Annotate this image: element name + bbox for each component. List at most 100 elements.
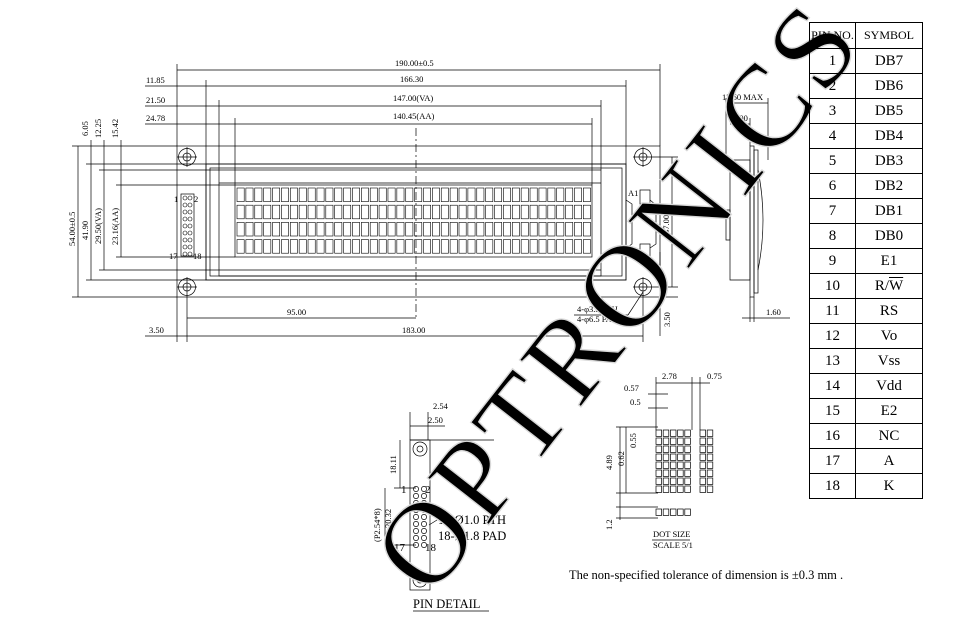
detail-pin [413, 507, 419, 513]
pin-holes [182, 195, 427, 548]
module-outline [176, 145, 661, 298]
character-cell [369, 222, 378, 237]
character-cell [378, 239, 387, 254]
character-cell [503, 222, 511, 237]
dim-hole-vertical: 47.00 [661, 215, 671, 234]
pin-number: 6 [809, 173, 856, 199]
detail-pin [413, 542, 419, 548]
character-cell [494, 222, 503, 237]
dot [655, 445, 662, 453]
dot [699, 429, 706, 437]
detail-pin [421, 514, 427, 520]
pin-symbol: DB0 [855, 223, 923, 249]
dot-width-2: 0.5 [630, 397, 641, 407]
pin-symbol: NC [855, 423, 923, 449]
character-cell [547, 204, 556, 220]
character-cell [316, 222, 325, 237]
character-cell [334, 222, 343, 237]
dot-row-pitch: 4.89 [604, 455, 614, 470]
connector-pin [187, 223, 193, 229]
detail-pin [421, 507, 427, 513]
character-cell [307, 222, 316, 237]
character-cell [503, 239, 511, 254]
connector-pin [182, 195, 188, 201]
dot-col-pitch: 2.78 [662, 371, 677, 381]
dot [662, 461, 670, 469]
pin-number: 16 [809, 423, 856, 449]
backlight-tab-k1 [639, 243, 651, 259]
dot-size-title: DOT SIZE [653, 529, 690, 539]
dot [699, 477, 706, 485]
dim-va-height: 29.50(VA) [93, 208, 103, 244]
dot [655, 469, 662, 477]
character-cell [245, 204, 254, 220]
dim-frame-height: 41.90 [80, 221, 90, 240]
pin-number: 11 [809, 298, 856, 324]
pin-number: 5 [809, 148, 856, 174]
character-cell [520, 204, 529, 220]
dot [684, 477, 691, 485]
detail-pin [421, 535, 427, 541]
character-cell [511, 187, 520, 202]
dot [699, 437, 706, 445]
dot [677, 485, 684, 493]
dot [699, 453, 706, 461]
character-cell [369, 239, 378, 254]
character-cell [520, 222, 529, 237]
dot [677, 437, 684, 445]
character-cell [538, 222, 547, 237]
character-cell [494, 204, 503, 220]
character-cell [485, 187, 494, 202]
character-cell [556, 239, 565, 254]
dot [677, 477, 684, 485]
character-cell [378, 187, 387, 202]
pin-symbol: DB6 [855, 73, 923, 99]
pin-number: 14 [809, 373, 856, 399]
header-symbol: SYMBOL [855, 22, 923, 49]
character-cell [529, 222, 538, 237]
character-cell [547, 187, 556, 202]
pin-symbol: DB3 [855, 148, 923, 174]
dot-size-scale: SCALE 5/1 [653, 540, 693, 550]
dot [684, 461, 691, 469]
pin-detail-pin-17: 17 [394, 542, 406, 554]
dot [662, 429, 670, 437]
character-cell [511, 239, 520, 254]
character-cell [334, 204, 343, 220]
dot [670, 437, 677, 445]
character-cell [245, 222, 254, 237]
character-cell [485, 222, 494, 237]
character-cell [263, 187, 272, 202]
connector-pins [180, 193, 195, 257]
character-cell [281, 204, 289, 220]
character-cell [236, 222, 245, 237]
cursor-dot [684, 508, 691, 516]
character-cell [325, 187, 334, 202]
dot [677, 469, 684, 477]
character-cell [325, 204, 334, 220]
character-cell [440, 187, 449, 202]
dot [677, 445, 684, 453]
character-cell [289, 239, 298, 254]
character-cell [565, 239, 574, 254]
character-cell [334, 187, 343, 202]
detail-pin [421, 528, 427, 534]
pin-symbol: E2 [855, 398, 923, 424]
pin-detail-title: PIN DETAIL [413, 597, 480, 611]
label-pin-17: 17 [169, 251, 178, 261]
character-cell [556, 187, 565, 202]
character-cell [263, 239, 272, 254]
dot [655, 429, 662, 437]
character-cell [547, 222, 556, 237]
dot [684, 485, 691, 493]
connector-pin [187, 195, 193, 201]
dot [670, 445, 677, 453]
character-cell [432, 239, 440, 254]
character-cell [254, 222, 263, 237]
